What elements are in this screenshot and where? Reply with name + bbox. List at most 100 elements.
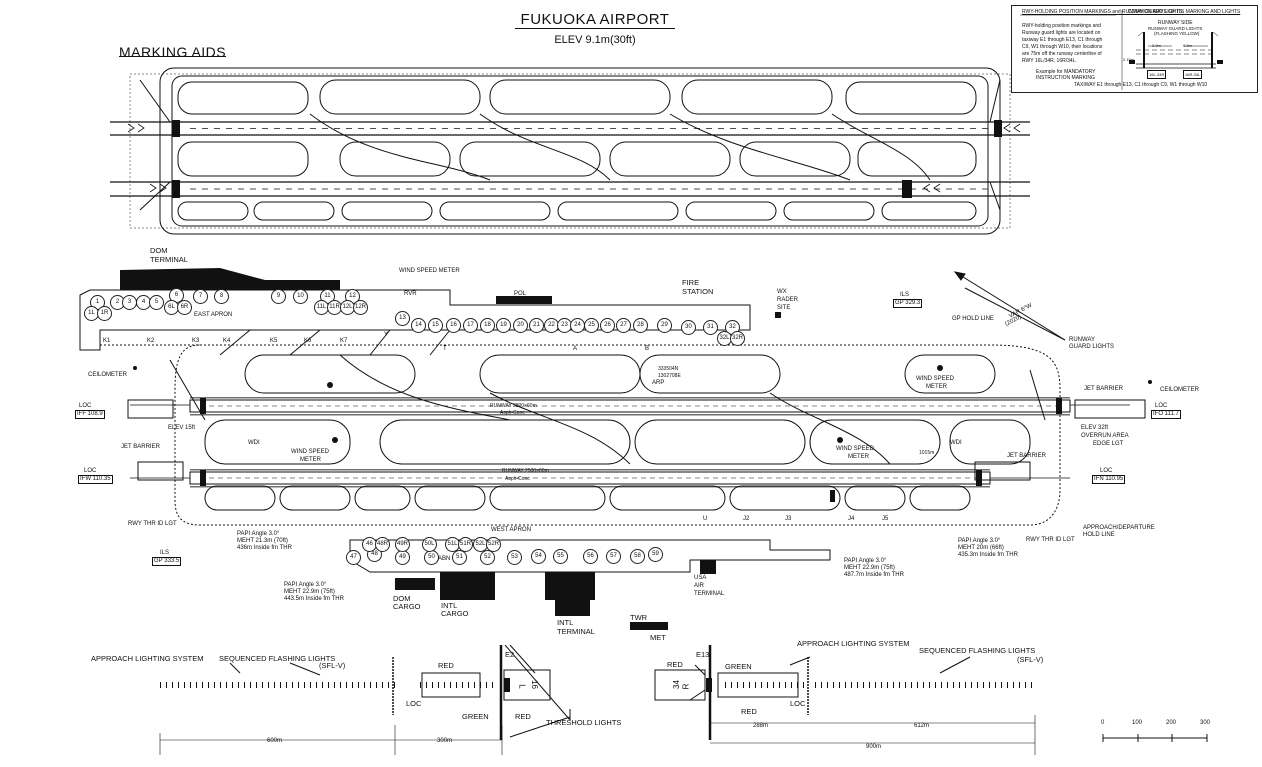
loc-111-0: LOC [1155,403,1168,409]
usa-label-1: AIR [694,583,705,589]
loc-108-0: LOC [79,403,92,409]
dom-terminal-label-0: DOM [150,246,168,255]
stand-7: 7 [193,289,208,304]
wdi-east-label: WDI [950,440,962,446]
papi4-2: 435.3m Inside fm THR [958,552,1018,558]
stand-8: 8 [214,289,229,304]
stand-16: 16 [446,318,461,333]
stand-49: 49 [395,550,410,565]
taxiway-b: B [645,346,650,352]
west-apron-label: WEST APRON [491,527,531,533]
usa-label-0: USA [694,575,707,581]
fire-station-label-1: STATION [682,287,714,296]
loc-111-1: IFO 111.7 [1151,410,1181,419]
met-label: MET [650,633,666,642]
stand-14: 14 [411,318,426,333]
stand-20: 20 [513,318,528,333]
stand-17: 17 [463,318,478,333]
arp-label: ARP [652,380,665,386]
stand-23: 23 [557,318,572,333]
twr-label: TWR [630,613,648,622]
approach-hold-1: HOLD LINE [1083,532,1115,538]
stand-59: 59 [648,547,663,562]
stand-10: 10 [293,289,308,304]
taxiway-y: Y [384,332,389,338]
rwy-thr-id-west: RWY THR ID LGT [128,521,177,527]
stand-50: 50 [424,550,439,565]
wind-speed-meter-label: WIND SPEED METER [399,268,460,274]
rwy-b-label-0: RUNWAY 2500×60m [502,468,549,474]
stand-18: 18 [480,318,495,333]
papi2-0: PAPI Angle 3.0° [284,582,327,588]
stand-25: 25 [584,318,599,333]
rvr-label: RVR [404,291,417,297]
als-west-label: APPROACH LIGHTING SYSTEM [91,654,204,663]
stand-27: 27 [616,318,631,333]
loc-108-1: IFF 108.9 [75,410,105,419]
legend-footer: TAXIWAY E1 through E13, C1 through C9, W… [1074,82,1208,88]
legend-sign-1: 16R-34L [1183,70,1203,79]
abn-label: ABN [438,556,451,562]
dim-288: 288m [753,723,769,729]
airport-elevation: ELEV 9.1m(30ft) [554,34,636,46]
stand-28: 28 [633,318,648,333]
ils-333-1: GP 333.5 [152,557,182,566]
legend-body-0: RWY-holding position markings and [1022,23,1101,29]
stand-6L: 6L [164,300,179,315]
gp-hold-line-label: GP HOLD LINE [952,316,994,322]
rwy-b-label-1: Asph-Conc [505,476,530,482]
legend-body-1: Runway guard lights are located on [1022,30,1101,36]
airport-layout-diagram [79,268,1152,630]
intl-cargo-label-0: INTL [441,601,458,610]
legend-dim-0: 0.9m [1152,43,1161,48]
wx-label-1: RADER [777,297,799,303]
arp-coord-0: 333504N [658,366,679,372]
loc-110-35-1: IFW 110.35 [78,475,113,484]
papi1-2: 436m Inside fm THR [237,545,292,551]
taxiway-k2: K2 [147,338,155,344]
arp-coord-1: 1302708E [658,373,681,379]
taxiway-a: A [573,346,578,352]
dim-600: 600m [267,738,283,744]
stand-12R: 12R [353,300,368,315]
papi4-0: PAPI Angle 3.0° [958,538,1001,544]
stand-26: 26 [600,318,615,333]
scale-200: 200 [1166,720,1177,726]
stand-31: 31 [703,320,718,335]
rwy-a-label-1: Asph-Conc [500,410,525,416]
stand-19: 19 [496,318,511,333]
taxiway-t: T [443,346,447,352]
scale-100: 100 [1132,720,1143,726]
stand-21: 21 [529,318,544,333]
taxiway-j3: J3 [785,516,792,522]
elev-32-label: ELEV 32ft [1081,425,1109,431]
scale-bar [1102,734,1208,742]
green-west-label: GREEN [462,712,489,721]
legend-body-4: are 75m off the runway centerline of [1022,51,1102,57]
scale-0: 0 [1101,720,1105,726]
legend-body-5: RWY 16L/34R, 16R/34L. [1022,58,1077,64]
jet-barrier-east-label: JET BARRIER [1084,386,1123,392]
rwy-a-label-0: RUNWAY 2800×60m [490,403,537,409]
wx-label-0: WX [777,289,787,295]
stand-52R: 52R [486,537,501,552]
elev-15-label: ELEV 15ft [168,425,196,431]
jet-barrier-west-label: JET BARRIER [121,444,160,450]
threshold-lights-label: THRESHOLD LIGHTS [546,718,622,727]
sfl-west-v: (SFL-V) [319,661,346,670]
taxiway-k6: K6 [304,338,312,344]
stand-50L: 50L [422,537,437,552]
taxiway-u: U [703,516,708,522]
stand-13: 13 [395,311,410,326]
papi2-1: MEHT 22.9m (75ft) [284,589,335,595]
legend-dim-1: 0.9m [1183,43,1192,48]
ceilometer-west-label: CEILOMETER [88,372,128,378]
fire-station-label-0: FIRE [682,278,700,287]
legend-dim-2: 2.15m [1123,57,1135,62]
loc-110-95-0: LOC [1100,468,1113,474]
papi2-2: 443.5m Inside fm THR [284,596,344,602]
loc-110-35-0: LOC [84,468,97,474]
papi1-0: PAPI Angle 3.0° [237,531,280,537]
legend-box: RWY-HOLDING POSITION MARKINGS and RUNWAY… [1011,5,1258,93]
stand-58: 58 [630,549,645,564]
